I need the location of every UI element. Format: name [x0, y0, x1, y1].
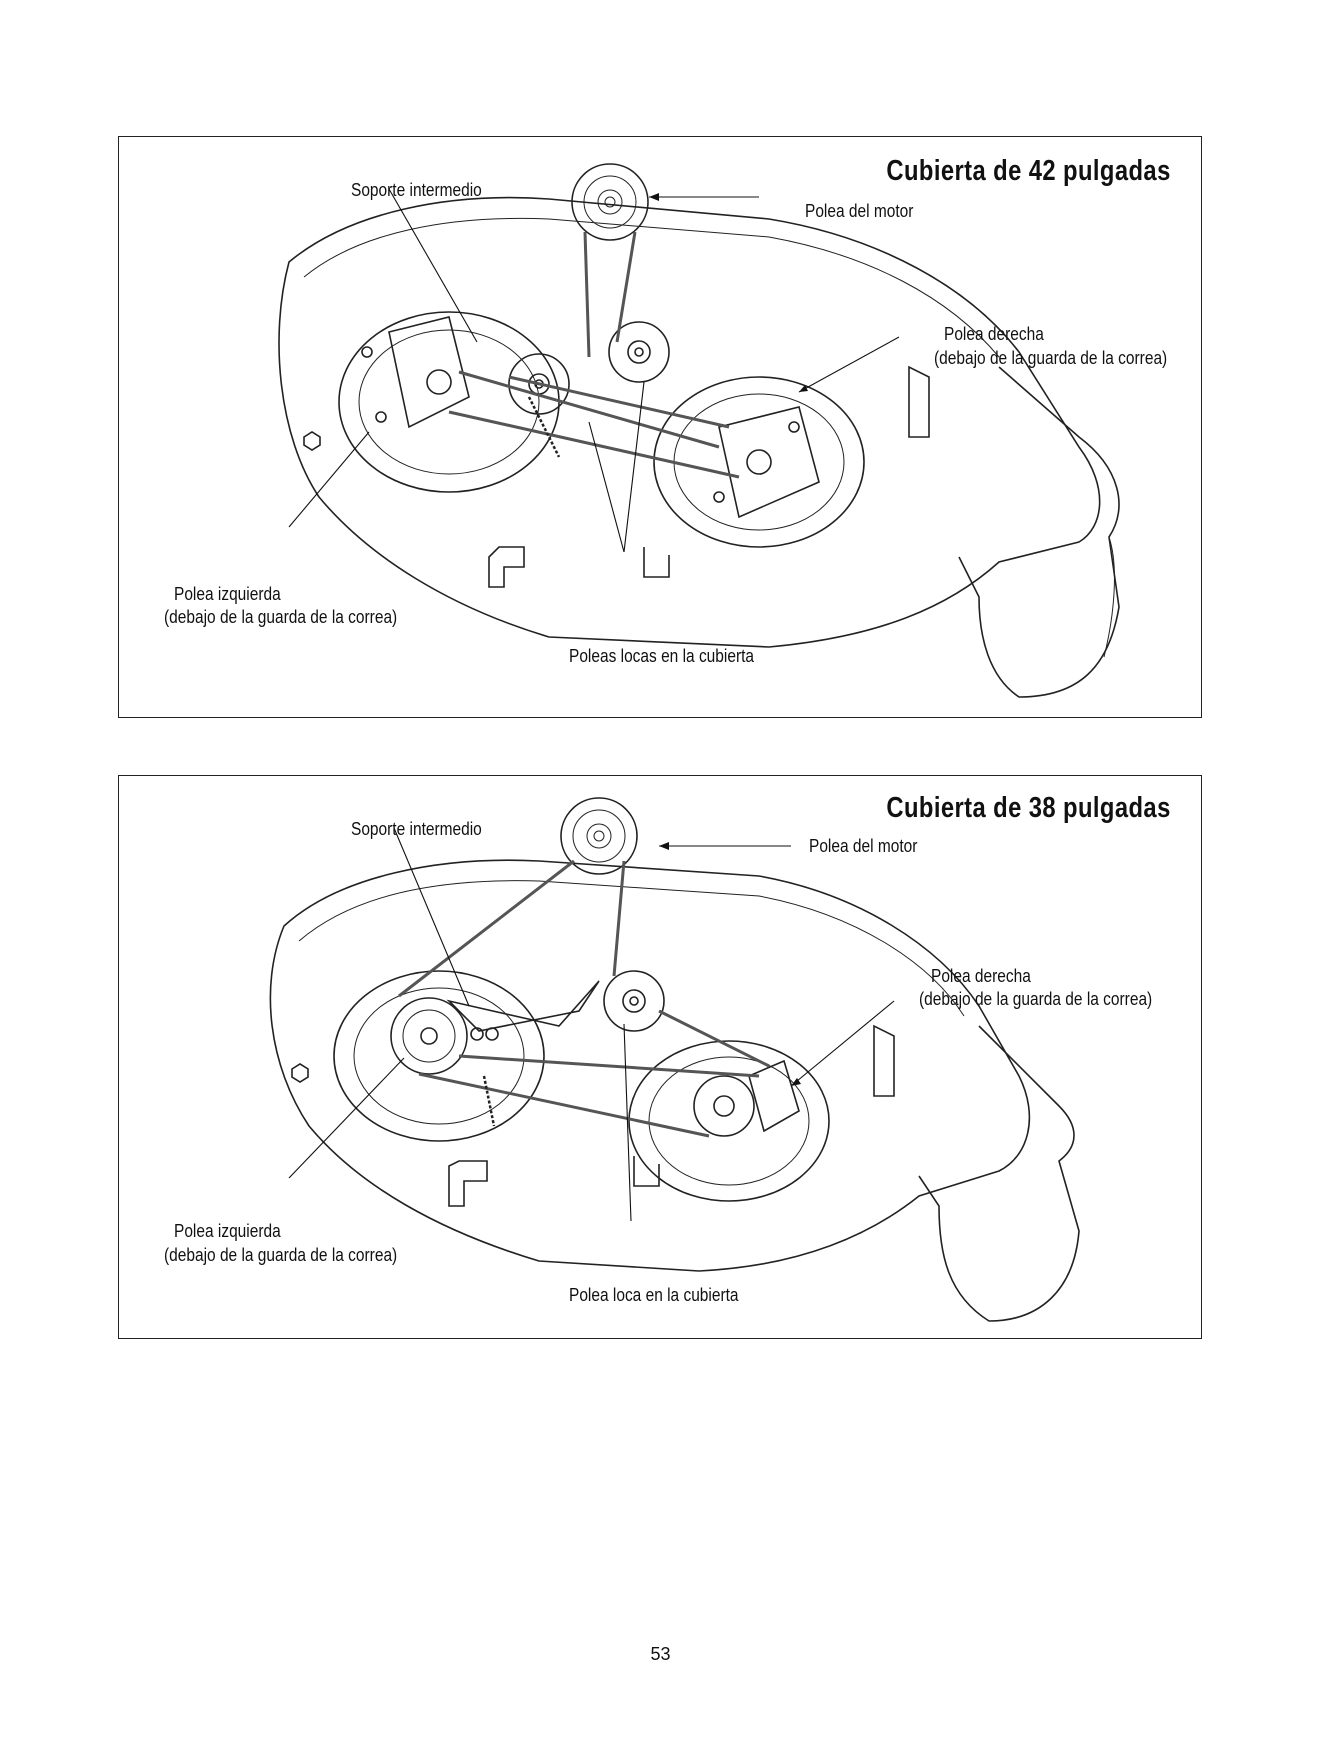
- center-bracket: [446, 980, 600, 1032]
- idler-pulley-label-42: Poleas locas en la cubierta: [569, 646, 755, 666]
- left-spindle-housing: [333, 970, 545, 1142]
- spring: [482, 1075, 496, 1127]
- deck-outline: [269, 859, 1031, 1272]
- engine-pulley-label-38: Polea del motor: [809, 836, 918, 856]
- spring: [527, 396, 561, 458]
- deck-38-title: Cubierta de 38 pulgadas: [886, 792, 1171, 824]
- right-pulley-label-38-line1: Polea derecha: [931, 966, 1031, 986]
- right-spindle-pulley-shape: [693, 1059, 800, 1137]
- right-spindle-housing: [653, 376, 865, 548]
- left-pulley-label-42-line1: Polea izquierda: [174, 584, 281, 604]
- hex-bolt: [291, 1063, 309, 1083]
- left-pulley-label-42-line2: (debajo de la guarda de la correa): [164, 607, 398, 627]
- engine-pulley-shape: [560, 797, 638, 875]
- mid-bracket-label-38: Soporte intermedio: [351, 819, 482, 839]
- left-spindle-pulley-shape: [390, 997, 468, 1075]
- leader-lines: [288, 188, 900, 553]
- front-bracket-left: [448, 1160, 488, 1207]
- idler-pulley-label-38: Polea loca en la cubierta: [569, 1285, 739, 1305]
- right-pulley-label-38-line2: (debajo de la guarda de la correa): [919, 989, 1153, 1009]
- deck-42-title: Cubierta de 42 pulgadas: [886, 155, 1171, 187]
- discharge-chute: [918, 1025, 1080, 1322]
- idler-pulley-shape-b: [608, 321, 670, 383]
- diagram-panel-38: Cubierta de 38 pulgadas Soporte intermed…: [118, 775, 1202, 1339]
- drive-belt: [398, 859, 770, 1138]
- left-pulley-label-38-line2: (debajo de la guarda de la correa): [164, 1245, 398, 1265]
- left-pulley-label-38-line1: Polea izquierda: [174, 1221, 281, 1241]
- idler-pulley-shape: [603, 970, 665, 1032]
- leader-lines: [288, 827, 895, 1222]
- right-pulley-label-42-line1: Polea derecha: [944, 324, 1044, 344]
- side-bracket: [873, 1024, 895, 1097]
- front-bracket-right: [633, 1156, 660, 1187]
- hex-bolt: [303, 431, 321, 451]
- right-pulley-label-42-line2: (debajo de la guarda de la correa): [934, 348, 1168, 368]
- deck-42-drawing: [278, 163, 1120, 698]
- diagram-panel-42: Cubierta de 42 pulgadas Soporte intermed…: [118, 136, 1202, 718]
- deck-38-drawing: [269, 797, 1080, 1322]
- deck-outline: [278, 196, 1101, 648]
- page-number: 53: [650, 1644, 671, 1664]
- discharge-chute: [958, 366, 1120, 698]
- engine-pulley-shape: [571, 163, 649, 241]
- left-spindle-pulley-shape: [361, 316, 470, 429]
- engine-pulley-label-42: Polea del motor: [805, 201, 914, 221]
- right-spindle-pulley-shape: [713, 406, 820, 519]
- mid-bracket-label-42: Soporte intermedio: [351, 180, 482, 200]
- front-bracket-left: [488, 546, 525, 588]
- left-spindle-housing: [338, 311, 560, 493]
- front-bracket-right: [643, 547, 670, 578]
- drive-belt: [448, 231, 740, 479]
- right-spindle-housing: [628, 1040, 830, 1202]
- side-bracket: [908, 365, 930, 438]
